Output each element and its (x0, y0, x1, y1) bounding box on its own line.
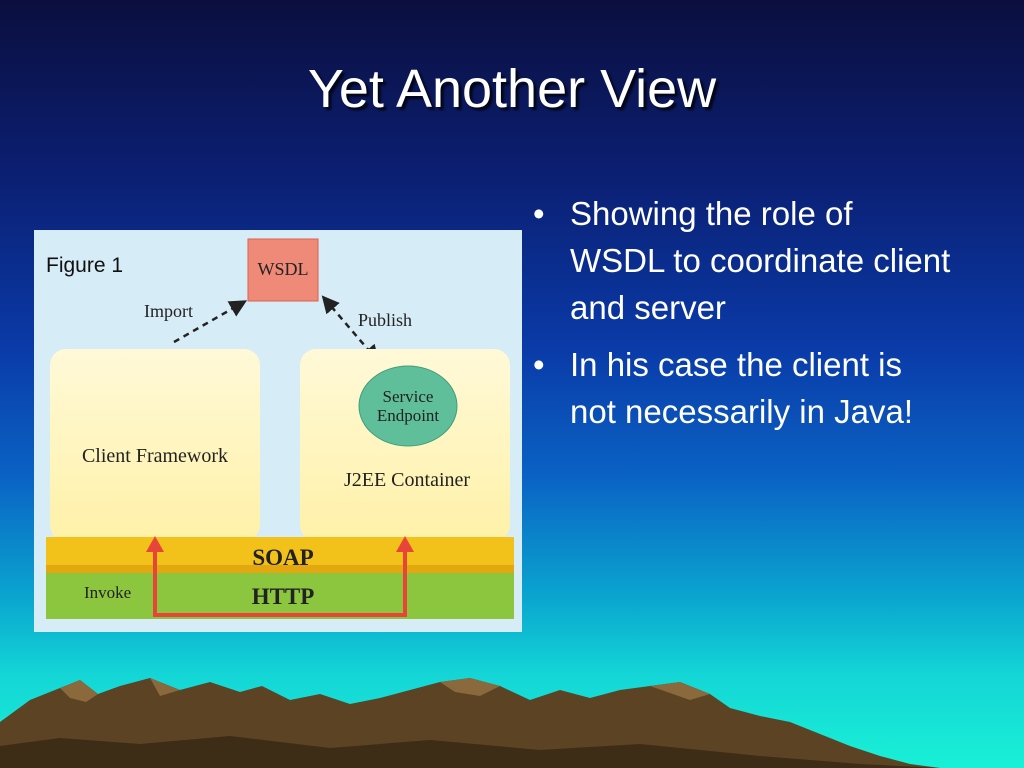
bullet-item: • Showing the role of WSDL to coordinate… (533, 190, 953, 331)
wsdl-diagram: Figure 1 WSDL Import Publish Client Fram… (46, 238, 514, 619)
wsdl-figure: Figure 1 WSDL Import Publish Client Fram… (34, 230, 522, 632)
http-label: HTTP (252, 584, 315, 609)
bullet-text: In his case the client is not necessaril… (570, 346, 914, 430)
soap-label: SOAP (252, 545, 313, 570)
invoke-arrowhead-left (146, 536, 164, 552)
http-band (46, 573, 514, 619)
wsdl-label: WSDL (258, 259, 309, 279)
service-endpoint-line1: Service (383, 387, 434, 406)
service-endpoint-node (358, 365, 458, 447)
soap-band-shade (46, 565, 514, 573)
bullet-list: • Showing the role of WSDL to coordinate… (533, 190, 953, 445)
client-framework-box (50, 349, 260, 541)
figure-caption: Figure 1 (46, 254, 123, 277)
bullet-glyph: • (533, 195, 545, 232)
import-arrow (173, 300, 248, 344)
publish-label: Publish (358, 310, 412, 330)
slide-title: Yet Another View (307, 59, 717, 119)
import-label: Import (144, 301, 193, 321)
invoke-label: Invoke (84, 583, 131, 602)
wsdl-box (247, 238, 319, 302)
invoke-arrow (153, 542, 407, 617)
j2ee-container-label: J2EE Container (344, 469, 470, 491)
invoke-arrowhead-right (396, 536, 414, 552)
client-framework-label: Client Framework (82, 445, 228, 467)
bullet-item: • In his case the client is not necessar… (533, 341, 953, 435)
service-endpoint-line2: Endpoint (377, 406, 440, 425)
bullet-glyph: • (533, 346, 545, 383)
mountain-range (0, 678, 940, 768)
mountain-foreground (0, 736, 940, 768)
bullet-text: Showing the role of WSDL to coordinate c… (570, 195, 951, 326)
